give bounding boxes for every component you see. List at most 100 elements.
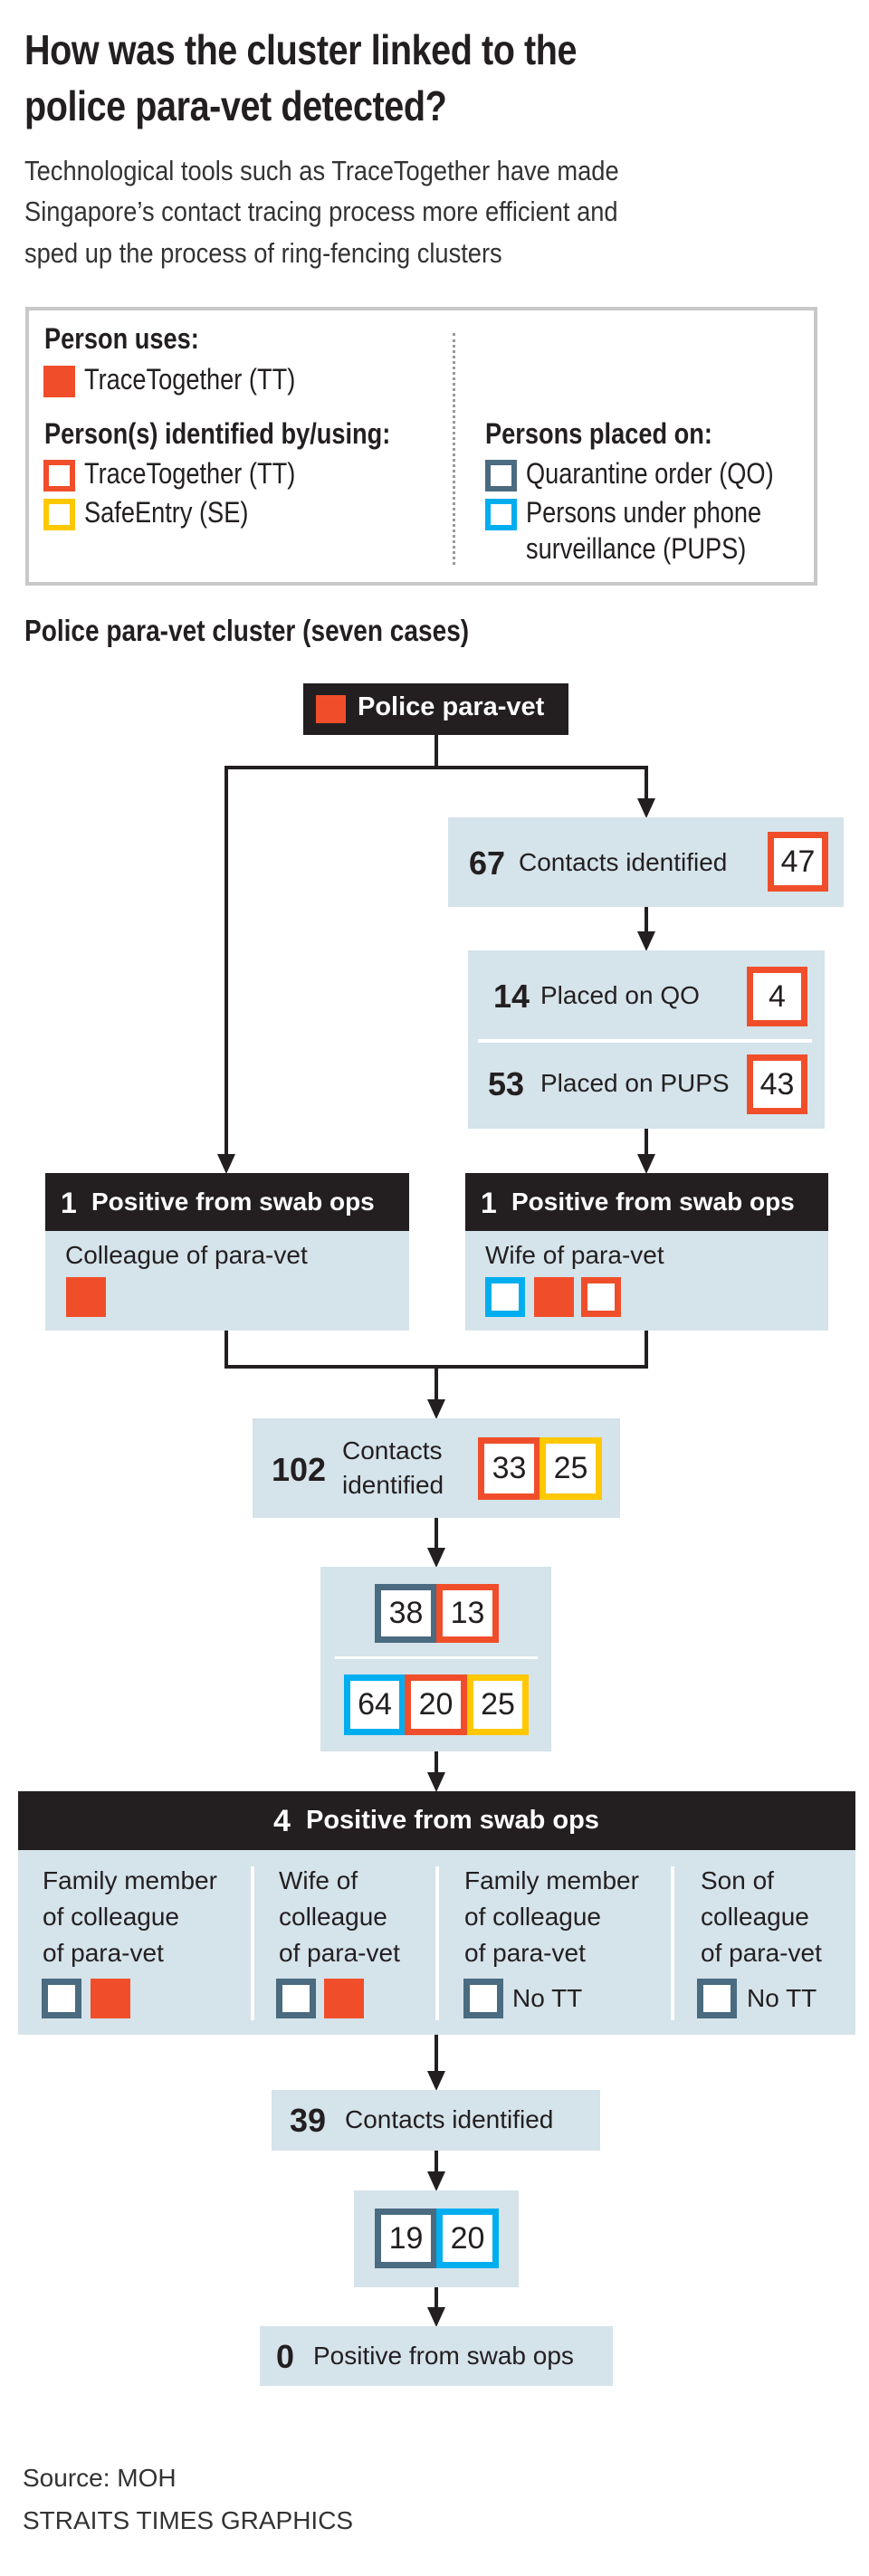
qo-icon [42, 1979, 81, 2018]
case-text: Family member [464, 1866, 639, 1894]
positive-right-body [465, 1231, 828, 1331]
qo-count-badge: 19 [375, 2209, 437, 2268]
connector [434, 1365, 438, 1410]
connector [645, 766, 648, 809]
positive-4-header [18, 1791, 855, 1850]
se-outline-swatch-icon [43, 499, 75, 530]
arrow-down-icon [217, 1154, 235, 1174]
connector [645, 907, 648, 943]
tt-filled-icon [66, 1277, 106, 1317]
pups-count-badge: 64 [344, 1674, 406, 1735]
pups-label: Placed on PUPS [540, 1069, 730, 1097]
title-line-1: How was the cluster linked to the [24, 26, 578, 73]
legend-heading-placed: Persons placed on: [485, 417, 712, 450]
subtitle-line-3: sped up the process of ring-fencing clus… [24, 237, 502, 269]
divider [335, 1656, 538, 1659]
connector [645, 1331, 648, 1369]
qo-swatch-icon [485, 460, 517, 491]
case-text: of para-vet [43, 1939, 164, 1967]
qo-count: 14 [493, 978, 530, 1015]
tt-count-badge: 13 [436, 1584, 499, 1643]
subtitle-line-2: Singapore’s contact tracing process more… [24, 196, 618, 227]
case-text: Family member [43, 1866, 217, 1894]
arrow-down-icon [637, 931, 655, 951]
contacts-label: identified [342, 1471, 444, 1499]
qo-icon [276, 1979, 316, 2018]
positive-label: Positive from swab ops [511, 1188, 795, 1216]
positive-0-box [260, 2326, 613, 2386]
positive-count: 0 [276, 2338, 295, 2375]
legend-pups-1: Persons under phone [526, 496, 762, 529]
arrow-down-icon [637, 798, 655, 818]
origin-box [303, 683, 568, 735]
case-text: of colleague [43, 1903, 180, 1931]
case-text: of para-vet [279, 1939, 400, 1967]
connector [434, 1518, 438, 1560]
pups-count: 53 [488, 1065, 525, 1102]
legend [25, 307, 817, 586]
positive-label: Positive from swab ops [306, 1806, 599, 1835]
arrow-down-icon [427, 2171, 445, 2191]
connector [224, 766, 648, 769]
positive-count: 4 [273, 1804, 291, 1838]
pups-icon [485, 1277, 525, 1317]
divider [435, 1866, 439, 2020]
legend-heading-uses: Person uses: [44, 322, 199, 355]
subtitle-line-1: Technological tools such as TraceTogethe… [24, 155, 619, 186]
qo-label: Placed on QO [540, 981, 700, 1009]
connector [434, 1751, 438, 1784]
legend-heading-identified: Person(s) identified by/using: [44, 417, 391, 450]
contacts-count: 67 [469, 844, 506, 882]
positive-count: 1 [61, 1187, 77, 1219]
tt-count-badge: 20 [405, 1674, 467, 1735]
case-text: of para-vet [701, 1939, 822, 1967]
pups-count-badge: 20 [436, 2209, 499, 2268]
tt-filled-icon [534, 1277, 574, 1317]
tt-outline-icon [581, 1277, 621, 1317]
positive-label: Positive from swab ops [313, 2342, 574, 2370]
connector [645, 1129, 648, 1165]
legend-uses-tt: TraceTogether (TT) [84, 363, 296, 396]
arrow-down-icon [427, 1548, 445, 1568]
case-text: Wife of [279, 1866, 358, 1894]
tt-outline-swatch-icon [43, 460, 75, 491]
qo-icon [463, 1979, 503, 2018]
contacts-label: Contacts identified [519, 848, 728, 876]
connector [434, 2287, 438, 2319]
arrow-down-icon [427, 2307, 445, 2327]
contacts-count: 102 [272, 1451, 327, 1488]
positive-right-header [465, 1173, 828, 1231]
legend-id-se: SafeEntry (SE) [84, 496, 249, 529]
divider [478, 1039, 812, 1043]
case-note: No TT [512, 1984, 583, 2012]
positive-count: 1 [481, 1187, 497, 1219]
contacts-count: 39 [290, 2102, 327, 2139]
credit: STRAITS TIMES GRAPHICS [23, 2506, 354, 2534]
contacts-39-box [272, 2090, 600, 2151]
case-text: colleague [279, 1903, 387, 1931]
case-text: of para-vet [464, 1939, 586, 1967]
case-note: No TT [747, 1984, 817, 2012]
contacts-label: Contacts [342, 1436, 443, 1465]
legend-id-tt: TraceTogether (TT) [84, 457, 296, 490]
origin-label: Police para-vet [358, 692, 545, 721]
tt-count-badge: 4 [747, 967, 807, 1026]
divider [251, 1866, 254, 2020]
se-count-badge: 25 [467, 1674, 529, 1735]
positive-left-header [45, 1173, 409, 1231]
tt-filled-icon [316, 695, 346, 723]
connector [434, 735, 438, 769]
case-text: Son of [701, 1866, 774, 1894]
case-description: Wife of para-vet [485, 1241, 664, 1269]
qo-icon [697, 1979, 737, 2018]
tt-filled-icon [91, 1979, 130, 2018]
connector [224, 766, 228, 1164]
title-line-2: police para-vet detected? [24, 82, 447, 129]
legend-pups-2: surveillance (PUPS) [526, 532, 747, 565]
tt-count-badge: 47 [768, 832, 828, 892]
arrow-down-icon [637, 1154, 655, 1174]
legend-divider [453, 333, 455, 565]
cluster-title: Police para-vet cluster (seven cases) [24, 614, 470, 647]
se-count-badge: 25 [540, 1437, 602, 1500]
tt-filled-swatch-icon [43, 366, 75, 397]
